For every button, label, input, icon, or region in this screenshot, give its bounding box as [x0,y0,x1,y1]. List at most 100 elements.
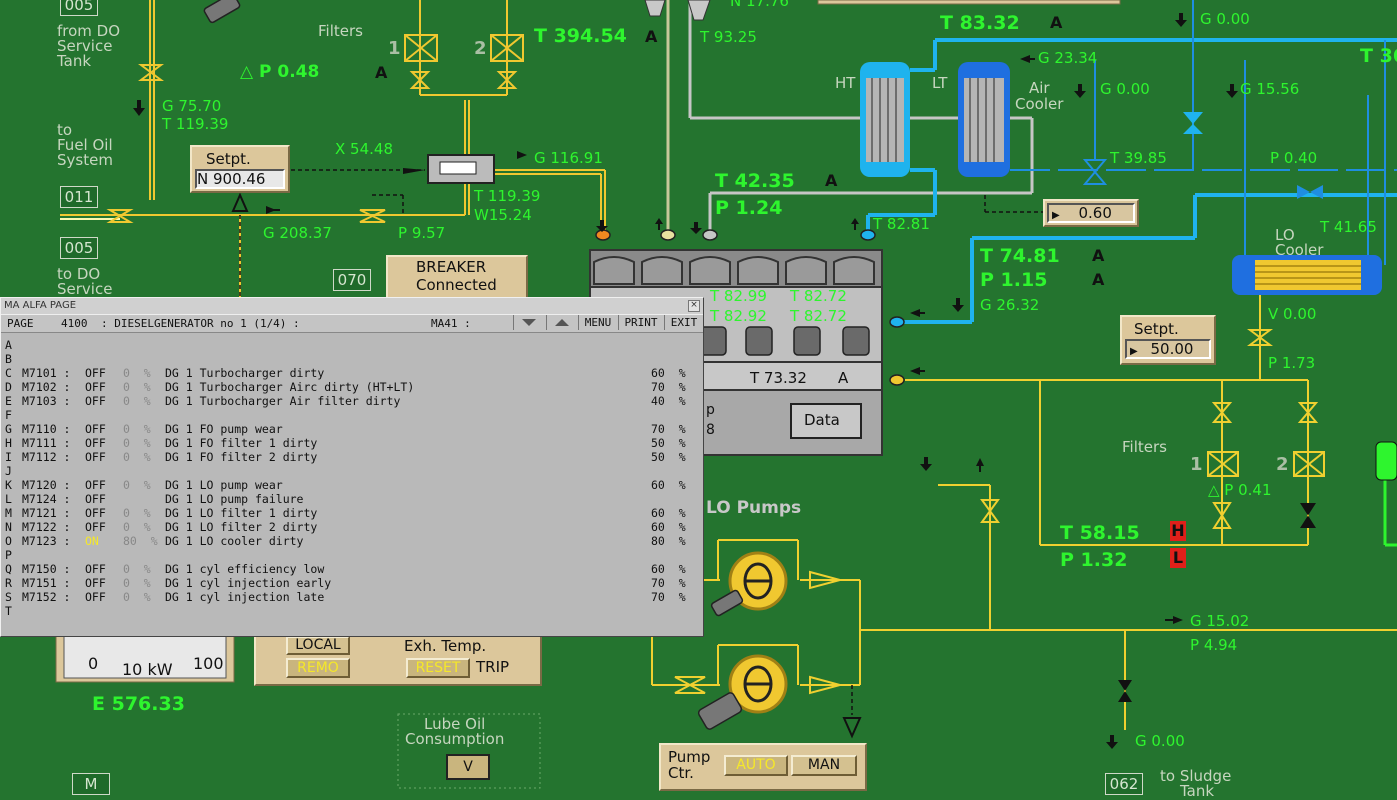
cw-flow-top: G 0.00 [1200,10,1250,28]
engine-data-button[interactable]: Data [804,411,840,429]
alarm-limit: 60 % [651,366,686,380]
cw-temp-t1-alarm: A [1050,13,1063,32]
alarm-letter: P [5,548,12,562]
alarm-pct: 0 % [123,562,151,576]
breaker-panel[interactable]: BREAKER Connected [386,255,528,301]
cyl-temp-3: T 82.72 [790,287,847,305]
lo-setpoint-value: 50.00 [1150,340,1194,358]
alarm-limit: 70 % [651,576,686,590]
alarm-row[interactable]: P [5,548,695,562]
flow-arrows [133,13,1238,749]
lo-temp-in-alarm: A [1092,246,1105,265]
alarm-pct: 0 % [123,380,151,394]
lo-valve-pos: V 0.00 [1268,305,1317,323]
fo-temp-t2: T 119.39 [474,187,541,205]
alarm-status: OFF [85,366,106,380]
alarm-status: OFF [85,520,106,534]
alarm-letter: T [5,604,12,618]
page-up-button[interactable] [546,315,577,330]
alarm-limit: 60 % [651,562,686,576]
cw-valve-position[interactable]: ▶ 0.60 [1043,199,1139,227]
alarm-row[interactable]: A [5,338,695,352]
alarm-status: OFF [85,436,106,450]
alarm-tag: M7110 : [22,422,71,436]
trip-label: TRIP [476,658,510,676]
visc-setpoint-value[interactable]: N 900.46 [195,169,285,189]
print-button[interactable]: PRINT [618,315,663,330]
tag-005[interactable]: 005 [60,237,98,259]
tag-062[interactable]: 062 [1105,773,1143,795]
cw-valve-2 [1297,185,1323,199]
alarm-pct: 0 % [123,520,151,534]
menu-button[interactable]: MENU [578,315,617,330]
control-panel: LOCAL REMO Exh. Temp. RESET TRIP [254,632,542,686]
exit-button[interactable]: EXIT [664,315,703,330]
lo-filter-1 [1207,451,1239,477]
alarm-desc: DG 1 FO filter 2 dirty [165,450,318,464]
alarm-limit: 70 % [651,590,686,604]
fo-flow-g: G 75.70 [162,97,222,115]
window-titlebar[interactable]: MA ALFA PAGE × [1,298,703,314]
tag-005-top[interactable]: 005 [60,0,98,16]
cyl-temp-4: T 82.92 [710,307,767,325]
alarm-status: OFF [85,562,106,576]
remo-button[interactable]: REMO [286,658,350,678]
alarm-row[interactable]: F [5,408,695,422]
cw-valve [1183,112,1203,134]
alarm-letter: I [5,450,12,464]
pump-man-button[interactable]: MAN [791,755,857,776]
visc-setpoint-panel[interactable]: Setpt. N 900.46 [190,145,290,193]
lo-setpoint-panel[interactable]: Setpt. ▶ 50.00 [1120,315,1216,365]
pump-auto-button[interactable]: AUTO [724,755,788,776]
cw-flow-g1556: G 15.56 [1240,80,1300,98]
turbo-temp: T 93.25 [700,28,757,46]
alarm-row[interactable]: T [5,604,695,618]
close-icon[interactable]: × [688,300,700,312]
pump-motor-2 [697,692,743,730]
lo-temp-in: T 74.81 [980,245,1060,267]
alarm-row[interactable]: J [5,464,695,478]
m-button[interactable]: M [72,773,110,795]
cyl-temp-2: T 82.99 [710,287,767,305]
alarm-letter: D [5,380,12,394]
tag-011[interactable]: 011 [60,186,98,208]
local-button[interactable]: LOCAL [286,636,350,655]
alarm-desc: DG 1 FO pump wear [165,422,283,436]
alarm-tag: M7124 : [22,492,71,506]
reset-button[interactable]: RESET [406,658,470,678]
alarm-letter: Q [5,562,12,576]
alarm-status: OFF [85,590,106,604]
lo-pump-2 [728,654,788,714]
page-down-button[interactable] [513,315,544,330]
fo-filter-2-label: 2 [474,38,487,59]
ca-temp-alarm: A [825,171,838,190]
alarm-letter: O [5,534,12,548]
alarm-status: OFF [85,492,106,506]
alarm-tag: M7152 : [22,590,71,604]
gauge-min: 0 [88,654,99,673]
exh-temp-t: T 394.54 [534,25,627,47]
alarm-limit: 80 % [651,534,686,548]
lube-consumption-button[interactable]: V [446,754,490,780]
alarm-letter: G [5,422,12,436]
alarm-row[interactable]: B [5,352,695,366]
lo-filter-2-label: 2 [1276,454,1289,475]
tag-070[interactable]: 070 [333,269,371,291]
fuel-valves [106,64,518,223]
alarm-tag: M7112 : [22,450,71,464]
window-title: MA ALFA PAGE [4,300,77,311]
